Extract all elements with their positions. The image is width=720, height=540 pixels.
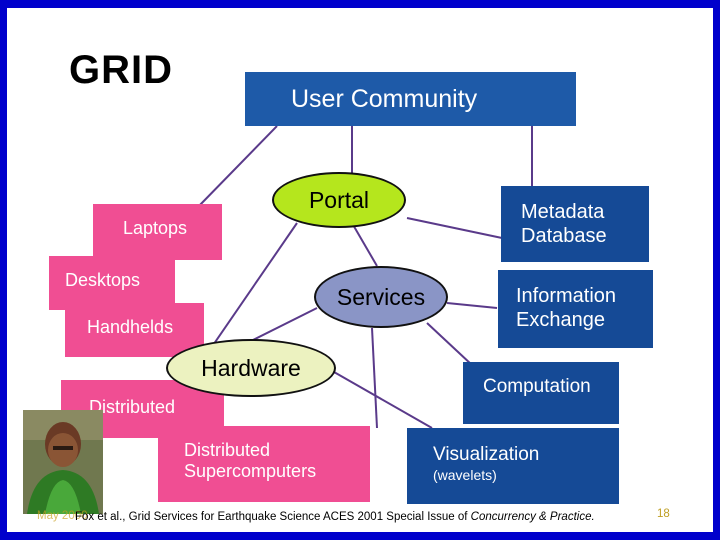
footer-citation: Fox et al., Grid Services for Earthquake… [75,511,595,523]
supercomputers-box: Distributed Supercomputers [158,426,370,502]
footer-date: May 2000 [37,510,88,522]
hardware-label: Hardware [201,354,301,381]
metadata-database-box: Metadata Database [501,186,649,262]
user-community-box: User Community [245,72,576,126]
speaker-photo-image [23,410,103,514]
services-ellipse: Services [314,266,448,328]
speaker-photo [23,410,103,514]
info-line-2: Exchange [516,309,605,331]
slide: GRID User Community Portal Metadata Data… [7,8,713,532]
information-exchange-box: Information Exchange [498,270,653,348]
metadata-line-1: Metadata [521,201,605,223]
supercomputers-line-2: Supercomputers [184,461,317,481]
info-line-1: Information [516,285,617,307]
laptops-box: Laptops [93,204,222,260]
portal-label: Portal [308,186,370,213]
footer-citation-text: Fox et al., Grid Services for Earthquake… [75,511,471,523]
supercomputers-line-1: Distributed [184,440,271,460]
computation-label: Computation [483,376,591,397]
computation-box: Computation [463,362,619,424]
line-services-supercomputers [371,327,378,429]
laptops-label: Laptops [123,218,188,238]
handhelds-label: Handhelds [87,317,174,337]
line-hardware-visualization [326,367,433,429]
desktops-box: Desktops [49,256,175,310]
line-services-computation [426,322,473,366]
page-number: 18 [657,508,670,520]
services-label: Services [336,283,426,310]
portal-ellipse: Portal [272,172,406,228]
handhelds-box: Handhelds [65,303,204,357]
line-community-laptops [196,125,278,209]
line-services-info [446,302,498,309]
distributed-label: Distributed [89,397,176,417]
user-community-label: User Community [291,85,478,113]
line-portal-metadata [406,217,503,239]
visualization-label: Visualization [433,444,540,465]
visualization-box: Visualization (wavelets) [407,428,619,504]
footer-citation-italic: Concurrency & Practice. [470,511,595,523]
wavelets-label: (wavelets) [433,466,497,483]
hardware-ellipse: Hardware [166,339,336,397]
page-title: GRID [69,48,173,92]
line-portal-services [351,222,378,267]
desktops-label: Desktops [65,270,141,290]
metadata-line-2: Database [521,225,607,247]
